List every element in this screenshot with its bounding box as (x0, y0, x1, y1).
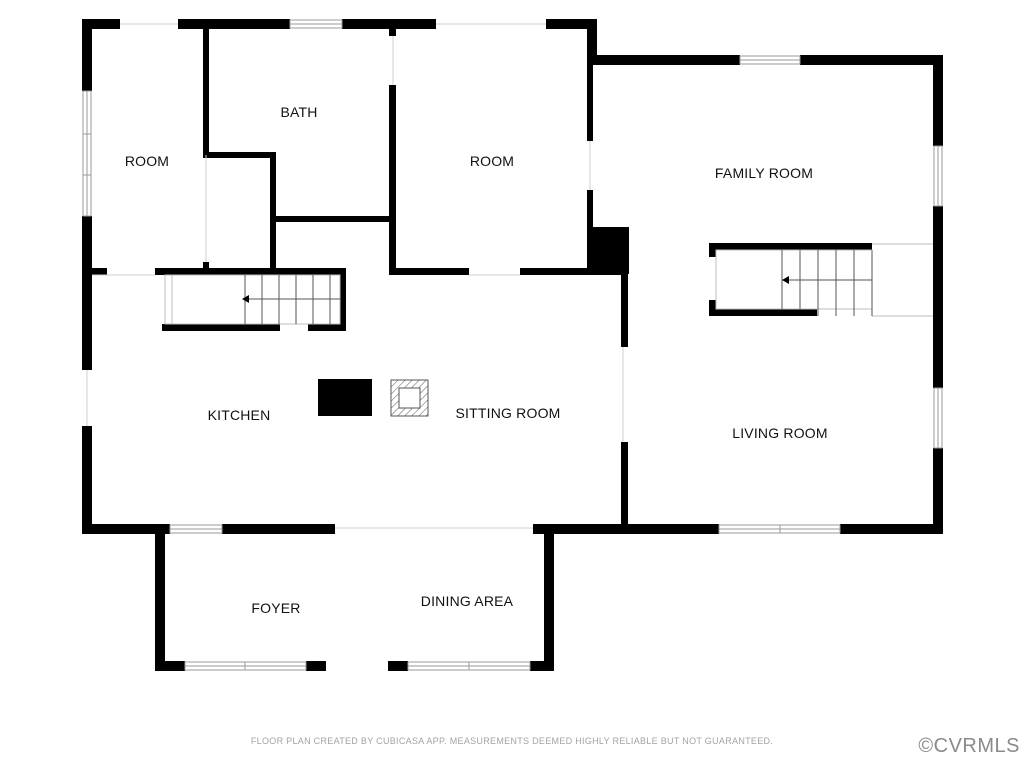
kitchen-stairs (164, 274, 341, 325)
mls-watermark: ©CVRMLS (918, 735, 1020, 757)
disclaimer-note: FLOOR PLAN CREATED BY CUBICASA APP. MEAS… (250, 736, 774, 746)
room-label-bath: BATH (280, 104, 317, 120)
room-label-kitchen: KITCHEN (208, 407, 271, 423)
room-label-foyer: FOYER (251, 600, 300, 616)
room-label-left: ROOM (125, 153, 169, 169)
room-label-dining: DINING AREA (421, 593, 514, 609)
room-label-center: ROOM (470, 153, 514, 169)
stair-arrow-icon (782, 276, 789, 284)
openings (86, 23, 624, 529)
windows (82, 19, 943, 671)
stove-block (318, 379, 372, 416)
interior-walls (82, 29, 872, 534)
room-label-sitting: SITTING ROOM (455, 405, 560, 421)
room-label-living: LIVING ROOM (732, 425, 828, 441)
room-label-family: FAMILY ROOM (715, 165, 813, 181)
fireplace-icon (390, 379, 429, 417)
exterior-walls (82, 19, 943, 671)
family-stairs (715, 243, 933, 317)
stair-arrow-icon (242, 295, 249, 303)
